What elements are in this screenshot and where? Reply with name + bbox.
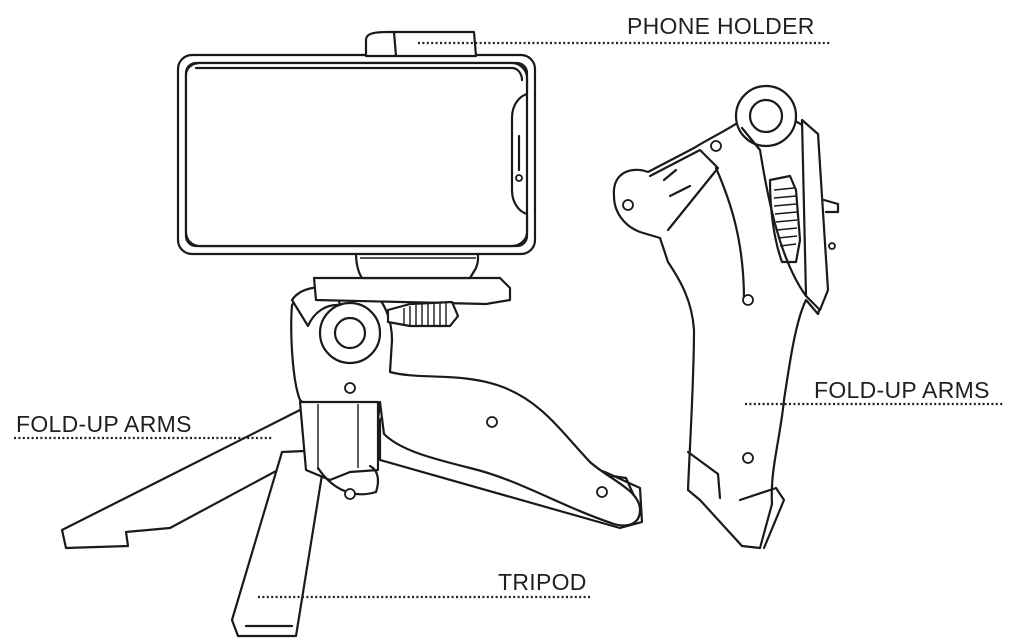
fold-up-arms-left-label: FOLD-UP ARMS xyxy=(16,411,192,437)
callout-tripod: TRIPOD xyxy=(258,569,592,599)
fold-up-arms-right-label: FOLD-UP ARMS xyxy=(814,377,990,403)
callout-fold-up-arms-right: FOLD-UP ARMS xyxy=(745,377,1004,406)
tripod-label: TRIPOD xyxy=(498,569,587,595)
folded-grip-illustration xyxy=(612,84,840,550)
callout-phone-holder: PHONE HOLDER xyxy=(418,13,830,45)
callout-fold-up-arms-left: FOLD-UP ARMS xyxy=(14,411,272,440)
phone-holder-label: PHONE HOLDER xyxy=(627,13,815,39)
tripod-illustration xyxy=(60,30,644,638)
